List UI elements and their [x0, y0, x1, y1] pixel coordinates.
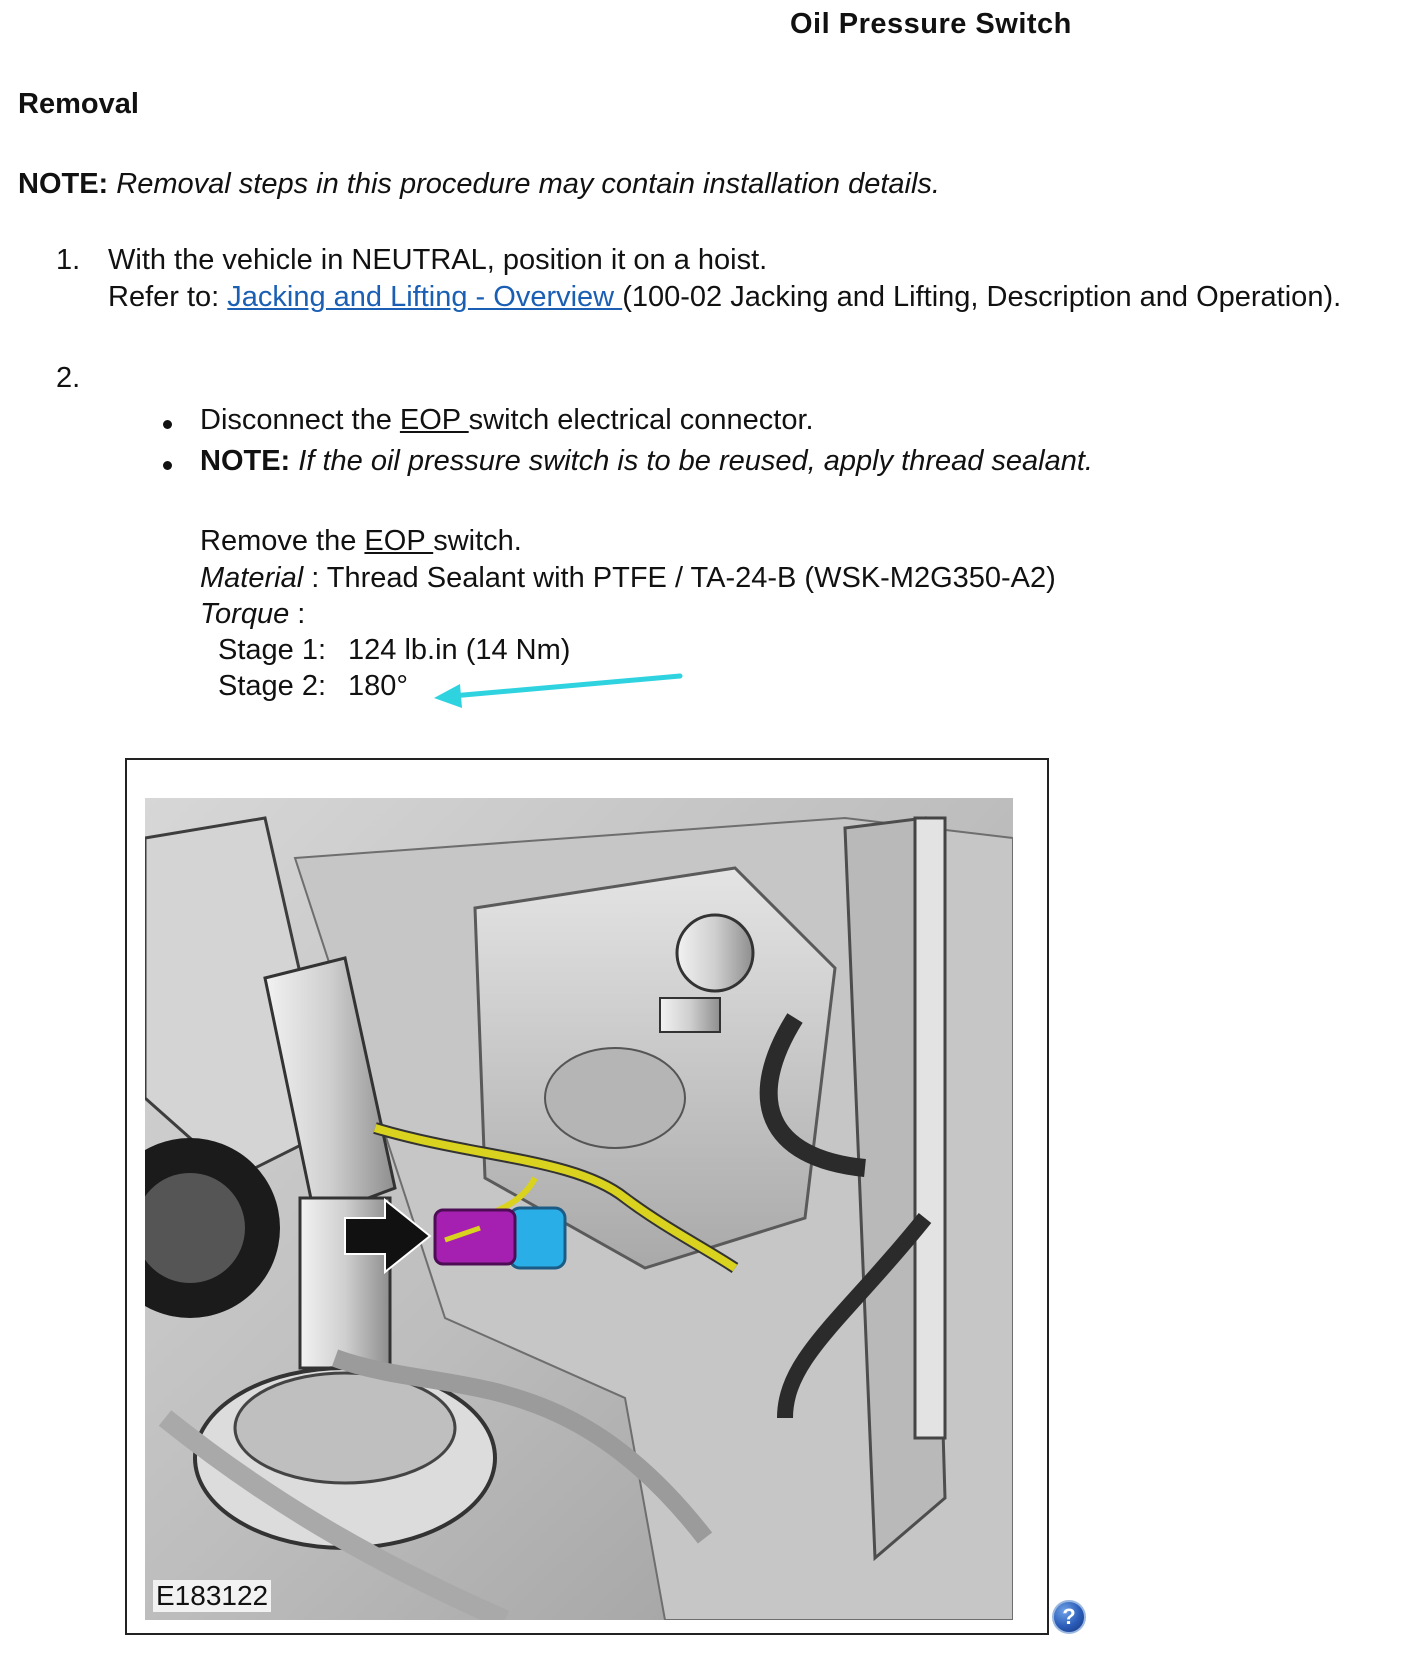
bullet1-pre: Disconnect the [200, 404, 400, 436]
annotation-arrow-icon [434, 673, 683, 708]
torque-label: Torque [200, 598, 290, 630]
step-2-bullet-disconnect: Disconnect the EOP switch electrical con… [200, 404, 814, 437]
illustration-frame: E183122 [125, 758, 1049, 1635]
torque-stage-1-label: Stage 1: [218, 634, 327, 666]
remove-eop-switch: Remove the EOP switch. [200, 525, 522, 558]
note-label: NOTE: [18, 168, 109, 200]
material-value: : Thread Sealant with PTFE / TA-24-B (WS… [303, 562, 1056, 594]
page-title: Oil Pressure Switch [790, 8, 1072, 40]
torque-colon: : [289, 598, 306, 630]
procedure-note: NOTE: Removal steps in this procedure ma… [18, 168, 940, 201]
step-2-bullet-note: NOTE: If the oil pressure switch is to b… [200, 445, 1093, 478]
torque-stage-1-value: 124 lb.in (14 Nm) [348, 634, 571, 666]
torque-stage-2-value: 180° [348, 670, 408, 702]
figure-id-label: E183122 [153, 1580, 272, 1612]
jacking-lifting-link[interactable]: Jacking and Lifting - Overview [227, 281, 623, 313]
bullet2-note-label: NOTE: [200, 445, 291, 477]
bullet2-note-text: If the oil pressure switch is to be reus… [290, 445, 1093, 477]
torque-label-line: Torque : [200, 598, 305, 631]
bullet-icon [163, 461, 172, 470]
remove-pre: Remove the [200, 525, 365, 557]
bullet1-post: switch electrical connector. [468, 404, 814, 436]
torque-stage-2-label: Stage 2: [218, 670, 327, 702]
step-1-reference: Refer to: Jacking and Lifting - Overview… [108, 281, 1341, 314]
eop-abbreviation[interactable]: EOP [399, 404, 469, 436]
note-text: Removal steps in this procedure may cont… [116, 168, 940, 200]
refer-prefix: Refer to: [108, 281, 228, 313]
section-heading-removal: Removal [18, 88, 139, 120]
step-number-1: 1. [56, 244, 81, 276]
remove-post: switch. [433, 525, 522, 557]
step-1-text: With the vehicle in NEUTRAL, position it… [108, 244, 768, 276]
help-icon[interactable]: ? [1052, 1600, 1086, 1634]
bullet-icon [163, 420, 172, 429]
engine-illustration [145, 798, 1013, 1620]
material-spec: Material : Thread Sealant with PTFE / TA… [200, 562, 1056, 595]
step-number-2: 2. [56, 362, 81, 394]
eop-abbreviation[interactable]: EOP [364, 525, 434, 557]
refer-suffix: (100-02 Jacking and Lifting, Description… [622, 281, 1342, 313]
material-label: Material [200, 562, 304, 594]
